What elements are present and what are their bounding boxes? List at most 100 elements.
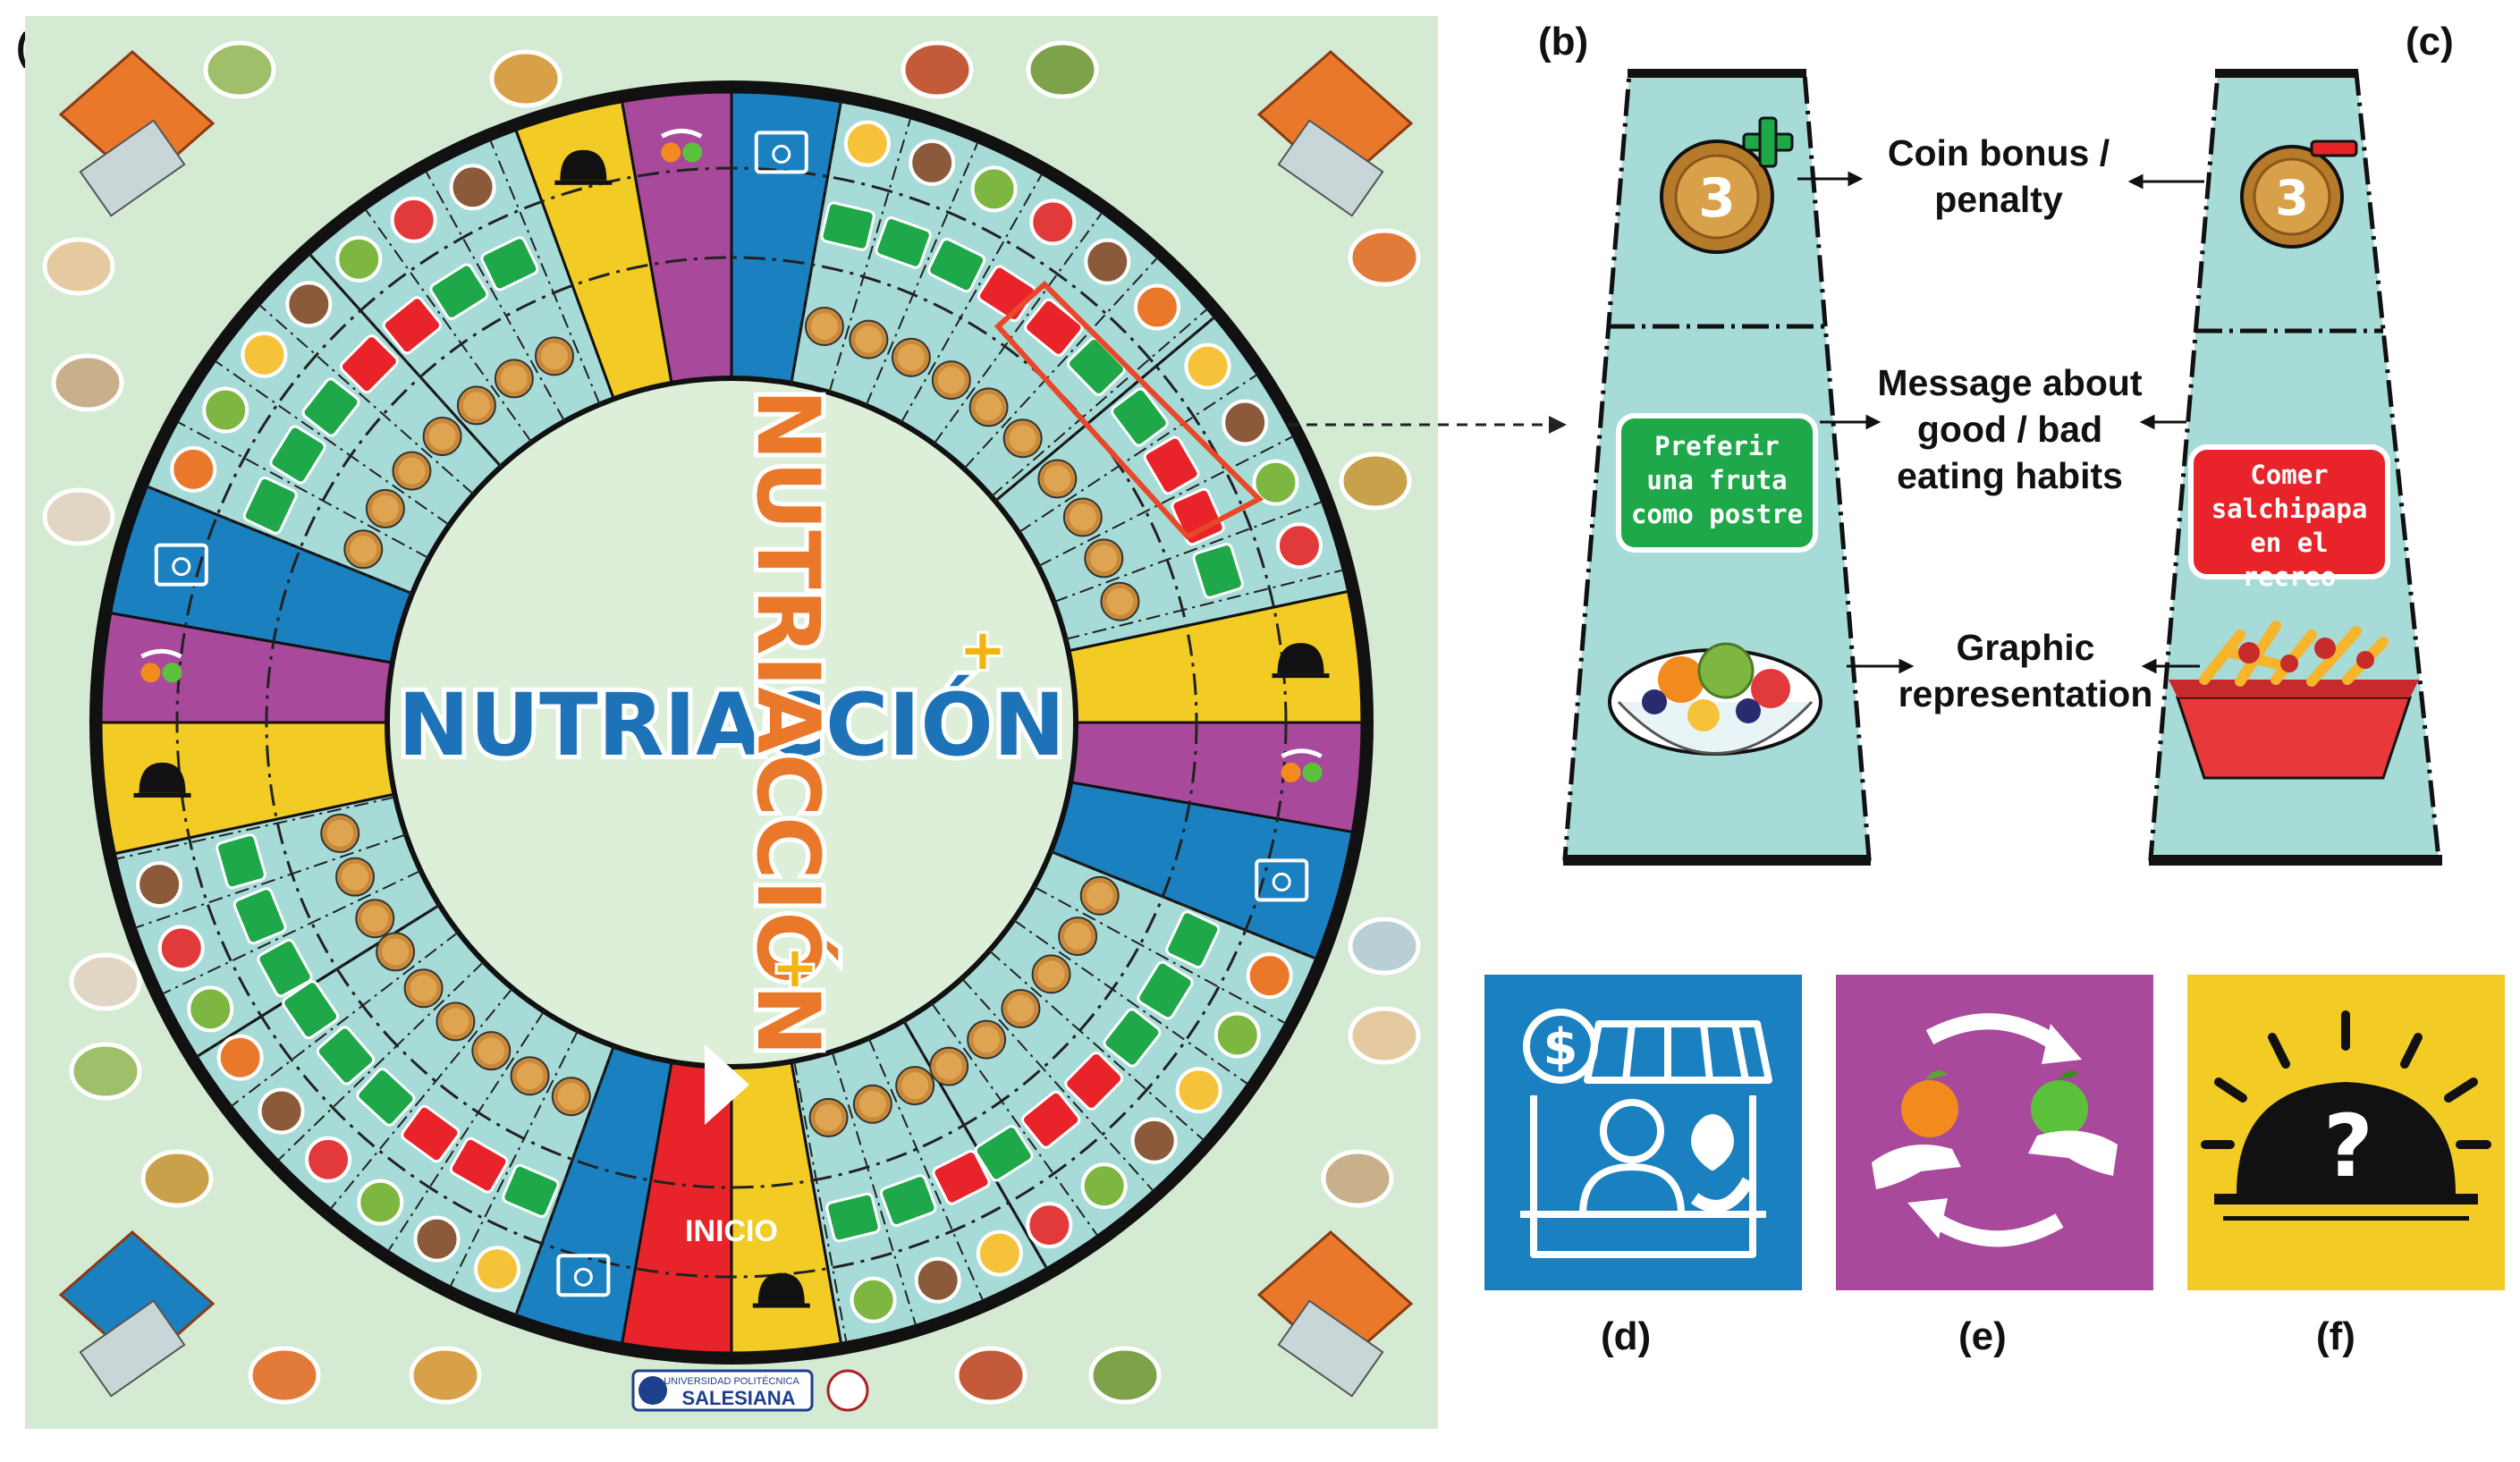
food-illustration-icon (258, 1087, 305, 1135)
food-illustration-icon (1175, 1067, 1222, 1114)
board-space-divider (258, 304, 475, 495)
coin-bonus-icon: 3 (1660, 116, 1794, 254)
habit-message-box (1192, 543, 1244, 599)
food-illustration-icon (474, 1246, 521, 1293)
coin-icon (1002, 418, 1043, 459)
board-space-divider (231, 931, 460, 1107)
food-illustration-icon (970, 165, 1018, 213)
habit-message-box (1111, 387, 1169, 447)
board-space-divider (425, 170, 566, 422)
habit-message-box (216, 833, 266, 890)
card-b-message-text: Preferir una fruta como postre (1630, 431, 1804, 529)
market-stall-illustration (58, 1230, 216, 1398)
board-space-divider (489, 139, 601, 405)
card-c-coin-value: 3 (2275, 170, 2309, 226)
habit-message-box (1021, 1090, 1081, 1149)
market-stall-icon (1255, 858, 1309, 902)
card-good-habit: 3 Preferir una fruta como postre (1556, 63, 1878, 876)
panel-label-e: (e) (1958, 1314, 2007, 1358)
food-illustration-icon (489, 49, 562, 108)
food-illustration-icon (1026, 40, 1099, 99)
food-illustration-icon (42, 237, 115, 296)
mystery-cloche-icon (1272, 643, 1330, 679)
exchange-fruit-icon (1872, 1013, 2118, 1247)
coin-icon (551, 1077, 591, 1117)
board-space-divider (902, 1019, 1048, 1270)
panel-label-b: (b) (1538, 20, 1589, 63)
mystery-cloche-icon (554, 149, 613, 185)
coin-icon (534, 336, 574, 376)
board-space-divider (135, 833, 407, 929)
food-illustration-icon (203, 40, 276, 99)
board-space-divider (865, 141, 979, 406)
board-space-divider (214, 359, 451, 526)
habit-message-box (825, 1192, 881, 1243)
food-illustration-icon (42, 487, 115, 546)
food-illustration-icon (69, 952, 142, 1011)
habit-message-box (820, 201, 875, 251)
food-illustration-icon (1184, 342, 1231, 390)
board-space-divider (387, 1010, 545, 1252)
board-space-divider (994, 317, 1215, 503)
board-space-divider (933, 212, 1104, 445)
food-illustration-icon (1339, 452, 1412, 511)
panel-label-f: (f) (2316, 1314, 2355, 1358)
food-illustration-icon (901, 40, 974, 99)
habit-message-box (339, 334, 399, 394)
fruit-salad-icon (1608, 642, 1822, 756)
board-space-divider (790, 101, 842, 385)
food-illustration-icon (1088, 1346, 1162, 1405)
board-ring-line (175, 166, 1288, 1279)
card-b-coin-value: 3 (1698, 167, 1736, 230)
board-space-divider (990, 308, 1208, 498)
food-illustration-icon (1321, 1149, 1394, 1208)
food-illustration-icon (1275, 522, 1323, 570)
food-illustration-icon (449, 164, 496, 211)
title-horizontal: NUTRIACCIÓN (398, 674, 1065, 775)
habit-message-box (242, 476, 298, 535)
board-ring-line (265, 256, 1198, 1189)
food-illustration-icon (1084, 238, 1131, 285)
board-space-divider (1018, 374, 1258, 534)
mystery-cloche-icon (133, 762, 191, 798)
food-illustration-icon (954, 1346, 1027, 1405)
board-title: NUTRIACCIÓN NUTRIACCIÓN + + (393, 385, 1070, 1061)
coin-icon (1058, 917, 1098, 957)
food-illustration-icon (1026, 1202, 1073, 1249)
food-illustration-icon (1348, 228, 1421, 287)
habit-message-box (257, 938, 313, 998)
habit-message-box (449, 1137, 509, 1194)
board-space-divider (988, 950, 1205, 1141)
food-illustration-icon (140, 1149, 214, 1208)
board-space-divider (900, 173, 1044, 424)
mystery-cloche-icon: ? (2201, 1010, 2491, 1221)
svg-text:?: ? (2323, 1096, 2373, 1196)
food-illustration-icon (843, 120, 891, 167)
game-board: NUTRIACCIÓN NUTRIACCIÓN + + INICIO UNIVE… (25, 16, 1438, 1429)
food-illustration-icon (1222, 399, 1269, 446)
food-illustration-icon (335, 235, 383, 283)
board-space-divider (115, 796, 396, 860)
food-illustration-icon (850, 1276, 897, 1323)
habit-message-box (480, 236, 539, 292)
market-stall-icon (154, 543, 208, 587)
game-board-canvas: NUTRIACCIÓN NUTRIACCIÓN + + INICIO UNIVE… (25, 16, 1438, 1429)
start-space: INICIO (685, 1044, 778, 1248)
habit-message-box (316, 1026, 376, 1086)
habit-message-box (1165, 910, 1221, 969)
tile-market: $ (1484, 975, 1802, 1290)
habit-message-box (1103, 1008, 1162, 1068)
food-illustration-icon (1130, 1117, 1178, 1164)
coin-icon (1062, 497, 1103, 537)
coin-icon (967, 1019, 1007, 1060)
tile-exchange (1836, 975, 2153, 1290)
coin-icon (968, 387, 1009, 427)
habit-message-box (502, 1163, 560, 1218)
coin-icon (376, 932, 416, 972)
food-illustration-icon (216, 1034, 264, 1081)
sponsor-text: SALESIANA (681, 1387, 795, 1409)
annotation-message: Message about good / bad eating habits (1877, 362, 2143, 496)
coin-icon (355, 899, 395, 939)
highlighted-space-outline (994, 280, 1264, 540)
callout-arrow (1288, 416, 1567, 434)
